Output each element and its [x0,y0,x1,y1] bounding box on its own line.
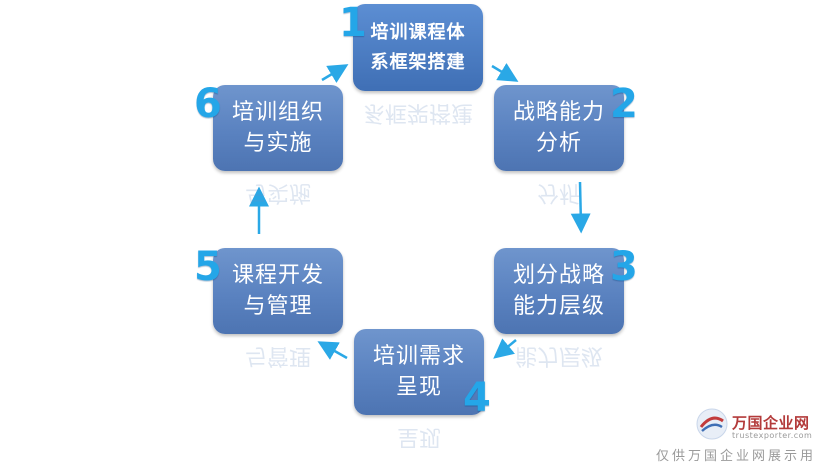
step-2-box: 战略能力 分析 [494,85,624,171]
step-2-reflection: 分析 [494,174,624,208]
step-1-line1: 培训课程体 [370,21,466,43]
watermark-note: 仅供万国企业网展示用 [656,449,817,464]
step-6-line2: 与实施 [243,131,313,156]
watermark-title: 万国企业网 [732,414,810,432]
step-3-line1: 划分战略 [512,263,605,288]
step-6-line1: 培训组织 [231,100,324,125]
step-6-box: 培训组织 与实施 [213,85,343,171]
watermark-url: trustexporter.com [732,431,813,440]
step-3-line2: 能力层级 [512,294,605,319]
step-6-reflection-text: 与实施 [244,180,311,205]
step-5-line2: 与管理 [243,294,313,319]
arrow-1-to-2 [491,62,519,82]
step-5-reflection: 与管理 [213,337,343,371]
step-3-reflection-text: 能力层级 [514,343,603,368]
watermark-logo-icon [696,408,728,440]
step-2-line1: 战略能力 [512,100,605,125]
step-6-number: 6 [194,81,222,127]
step-6-reflection: 与实施 [213,174,343,208]
step-4-line2: 呈现 [395,375,442,400]
step-4-reflection-text: 呈现 [396,424,441,449]
step-2-number: 2 [610,81,638,127]
step-4-line1: 培训需求 [372,344,465,369]
step-3-reflection: 能力层级 [494,337,624,371]
arrow-6-to-1 [321,64,349,84]
step-1-line2: 系框架搭建 [370,51,466,73]
arrow-4-to-5 [317,341,348,360]
arrow-2-to-3 [570,181,591,234]
step-4-reflection: 呈现 [354,418,484,452]
step-2-line2: 分析 [535,131,582,156]
arrow-3-to-4 [493,338,517,359]
step-5-line1: 课程开发 [231,263,324,288]
step-3-number: 3 [610,244,638,290]
step-1-reflection-text: 系框架搭建 [362,100,473,125]
step-5-reflection-text: 与管理 [244,343,311,368]
step-4-number: 4 [463,375,491,421]
step-4-box: 培训需求 呈现 [354,329,484,415]
step-5-box: 课程开发 与管理 [213,248,343,334]
step-5-number: 5 [194,244,222,290]
step-2-reflection-text: 分析 [536,180,581,205]
step-1-reflection: 系框架搭建 [353,94,483,128]
step-3-box: 划分战略 能力层级 [494,248,624,334]
step-1-box: 培训课程体 系框架搭建 [353,4,483,91]
step-1-number: 1 [339,0,367,46]
